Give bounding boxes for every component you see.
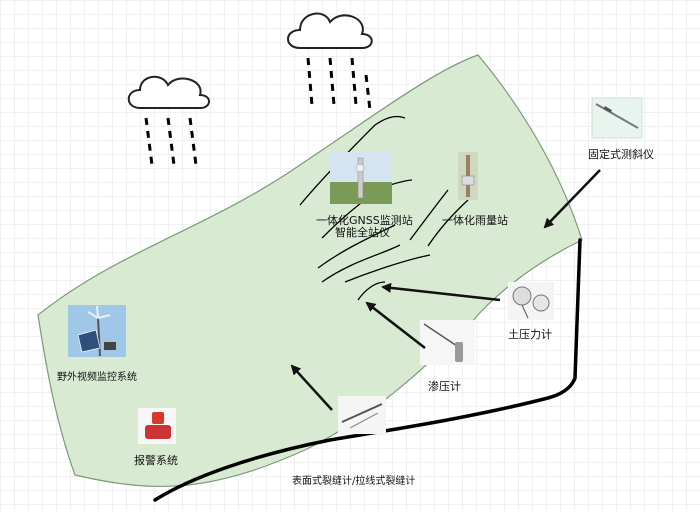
total-station-label: 智能全站仪 bbox=[335, 225, 390, 239]
rain-gauge-label: 一体化雨量站 bbox=[442, 213, 508, 227]
crack-meter-image bbox=[338, 396, 386, 434]
sliding-surface-line bbox=[153, 238, 582, 502]
rain-icon bbox=[306, 57, 372, 111]
alarm-system-image bbox=[138, 408, 176, 444]
gnss-station-image bbox=[330, 152, 392, 204]
rain-icon bbox=[144, 117, 198, 166]
rain-gauge-image bbox=[458, 152, 478, 200]
piezometer-image bbox=[420, 320, 475, 365]
arrow-icon bbox=[543, 169, 601, 229]
arrow-icon bbox=[290, 364, 333, 411]
arrow-icon bbox=[381, 282, 501, 302]
slope-area bbox=[37, 54, 583, 488]
cloud-icon bbox=[127, 75, 210, 109]
earth-pressure-gauge-label: 土压力计 bbox=[508, 328, 552, 341]
arrow-icon bbox=[365, 301, 426, 349]
piezometer-label: 渗压计 bbox=[428, 379, 461, 393]
gnss-station-label: 一体化GNSS监测站 bbox=[316, 213, 413, 227]
alarm-system-label: 报警系统 bbox=[134, 453, 178, 467]
fixed-inclinometer-label: 固定式测斜仪 bbox=[588, 147, 654, 161]
video-monitoring-image bbox=[68, 305, 126, 357]
video-monitoring-label: 野外视频监控系统 bbox=[57, 370, 137, 383]
earth-pressure-gauge-image bbox=[508, 282, 554, 320]
cloud-icon bbox=[287, 12, 373, 49]
crack-meter-label: 表面式裂缝计/拉线式裂缝计 bbox=[292, 474, 415, 487]
fixed-inclinometer-image bbox=[591, 97, 643, 139]
